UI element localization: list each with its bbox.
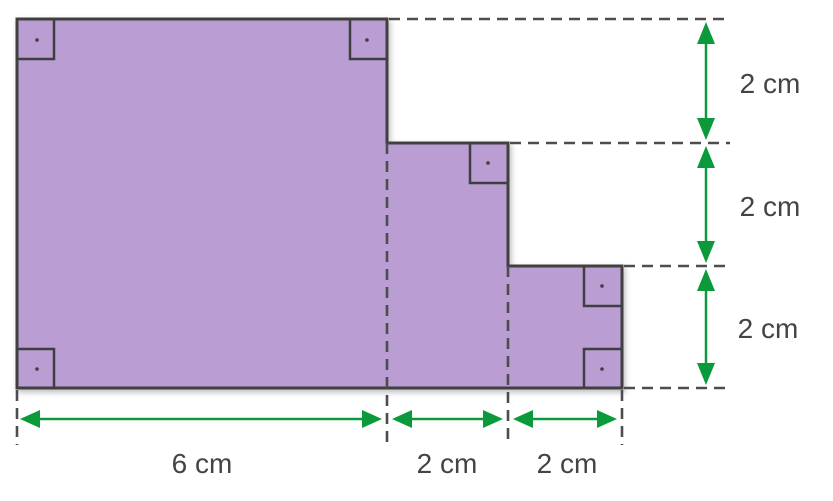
- dimension-arrow-right-top: [697, 22, 715, 140]
- label-right-bottom: 2 cm: [738, 313, 799, 344]
- composite-shape: [15, 17, 624, 390]
- right-angle-marker-top-right: [348, 19, 387, 61]
- dimension-arrow-bottom-right: [513, 410, 617, 428]
- right-angle-marker-upper-step: [468, 143, 508, 185]
- label-bottom-middle: 2 cm: [417, 448, 478, 479]
- label-bottom-left: 6 cm: [172, 448, 233, 479]
- label-right-middle: 2 cm: [740, 191, 801, 222]
- dimension-arrow-right-middle: [697, 146, 715, 263]
- label-right-top: 2 cm: [740, 68, 801, 99]
- dimension-arrow-right-bottom: [697, 269, 715, 385]
- right-angle-marker-top-left: [17, 19, 56, 61]
- dimension-arrow-bottom-middle: [392, 410, 503, 428]
- dimension-arrow-bottom-left: [20, 410, 382, 428]
- right-angle-marker-lower-step: [582, 266, 622, 308]
- right-angle-marker-bottom-left: [17, 347, 56, 388]
- right-angle-marker-bottom-right: [582, 347, 622, 388]
- label-bottom-right: 2 cm: [537, 448, 598, 479]
- dashed-guides: [15, 17, 730, 445]
